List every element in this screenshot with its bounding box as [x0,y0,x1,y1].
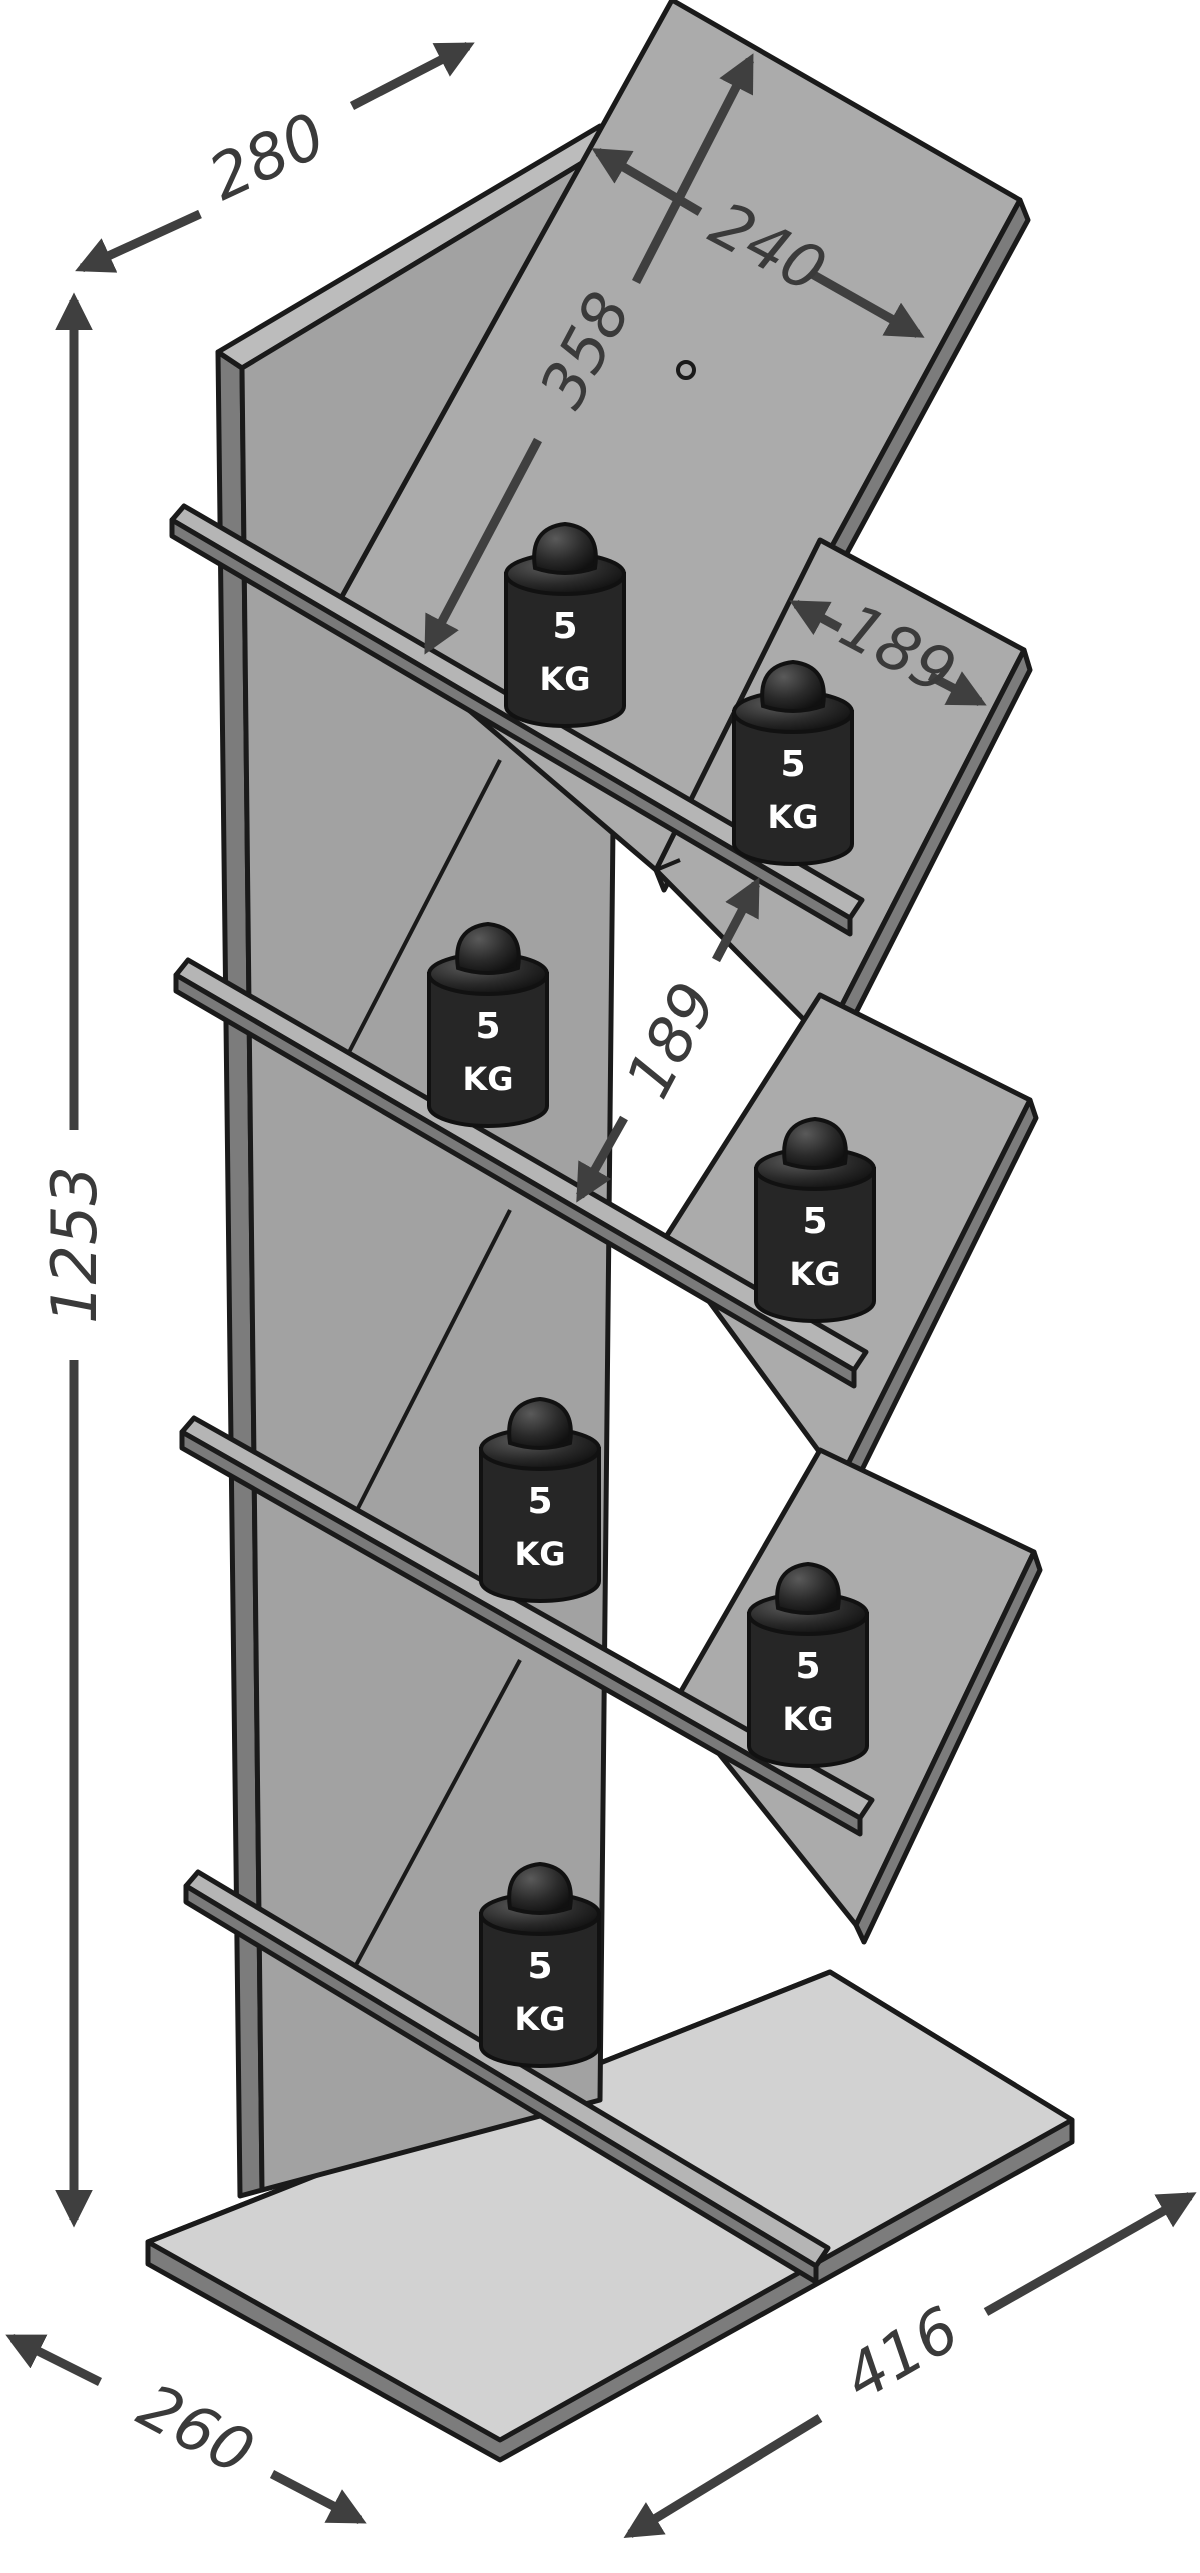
dim-arrow-compartment-width-right [927,671,987,706]
dim-arrow-base-depth-right [269,2470,367,2524]
weight-body [732,710,854,866]
weight-3: 5KG [427,921,549,1128]
weight-body [479,1912,601,2068]
dim-label-total-height: 1253 [38,1166,111,1324]
weight-5: 5KG [479,1396,601,1603]
weight-1: 5KG [504,521,626,728]
dim-arrow-back-height-up [631,53,755,285]
base-plate [145,1969,1075,2463]
weight-value: 5 [802,1201,827,1242]
dim-label-base-depth: 260 [127,2369,266,2489]
dim-arrow-back-width-left [591,148,703,216]
weight-unit: KG [789,1255,840,1293]
weight-body [747,1612,869,1768]
dim-arrow-base-width-right [983,2192,1197,2316]
weight-unit: KG [782,1700,833,1738]
dim-arrow-compartment-height-up [712,877,760,963]
dim-arrow-compartment-height-down [576,1115,628,1203]
weight-value: 5 [780,744,805,785]
weight-value: 5 [552,606,577,647]
dim-label-base-width: 416 [832,2292,971,2414]
weight-value: 5 [527,1946,552,1987]
weight-unit: KG [462,1060,513,1098]
weight-knob [760,659,826,713]
weight-knob [455,921,521,975]
weight-value: 5 [795,1646,820,1687]
dim-label-top-depth: 280 [198,98,336,214]
shelf-board-3 [179,1415,875,1837]
dim-arrow-back-height-down [424,437,542,655]
weight-value: 5 [527,1481,552,1522]
weight-value: 5 [475,1006,500,1047]
weight-body [427,972,549,1128]
weight-knob [507,1396,573,1450]
shelf-board-4 [183,1869,831,2285]
dim-arrow-base-width-left [623,2414,823,2538]
weight-body [479,1447,601,1603]
dimension-arrows [5,42,1197,2538]
weight-knob [507,1861,573,1915]
compartment-panels [338,129,681,1966]
weight-6: 5KG [747,1561,869,1768]
weight-4: 5KG [754,1116,876,1323]
mounting-hole [676,360,696,380]
weight-unit: KG [767,798,818,836]
weight-unit: KG [539,660,590,698]
dim-arrow-compartment-width-left [789,600,843,636]
weight-body [754,1167,876,1323]
dim-arrow-top-depth-right [349,42,475,110]
shelf-board-2 [173,957,869,1389]
weight-unit: KG [514,1535,565,1573]
weight-knob [782,1116,848,1170]
weight-body [504,572,626,728]
dim-arrow-back-width-right [809,270,925,338]
weight-unit: KG [514,2000,565,2038]
weight-7: 5KG [479,1861,601,2068]
dim-arrow-top-depth-left [75,209,202,273]
dim-arrow-base-depth-left [5,2333,103,2387]
weight-knob [775,1561,841,1615]
weight-knob [532,521,598,575]
weight-2: 5KG [732,659,854,866]
